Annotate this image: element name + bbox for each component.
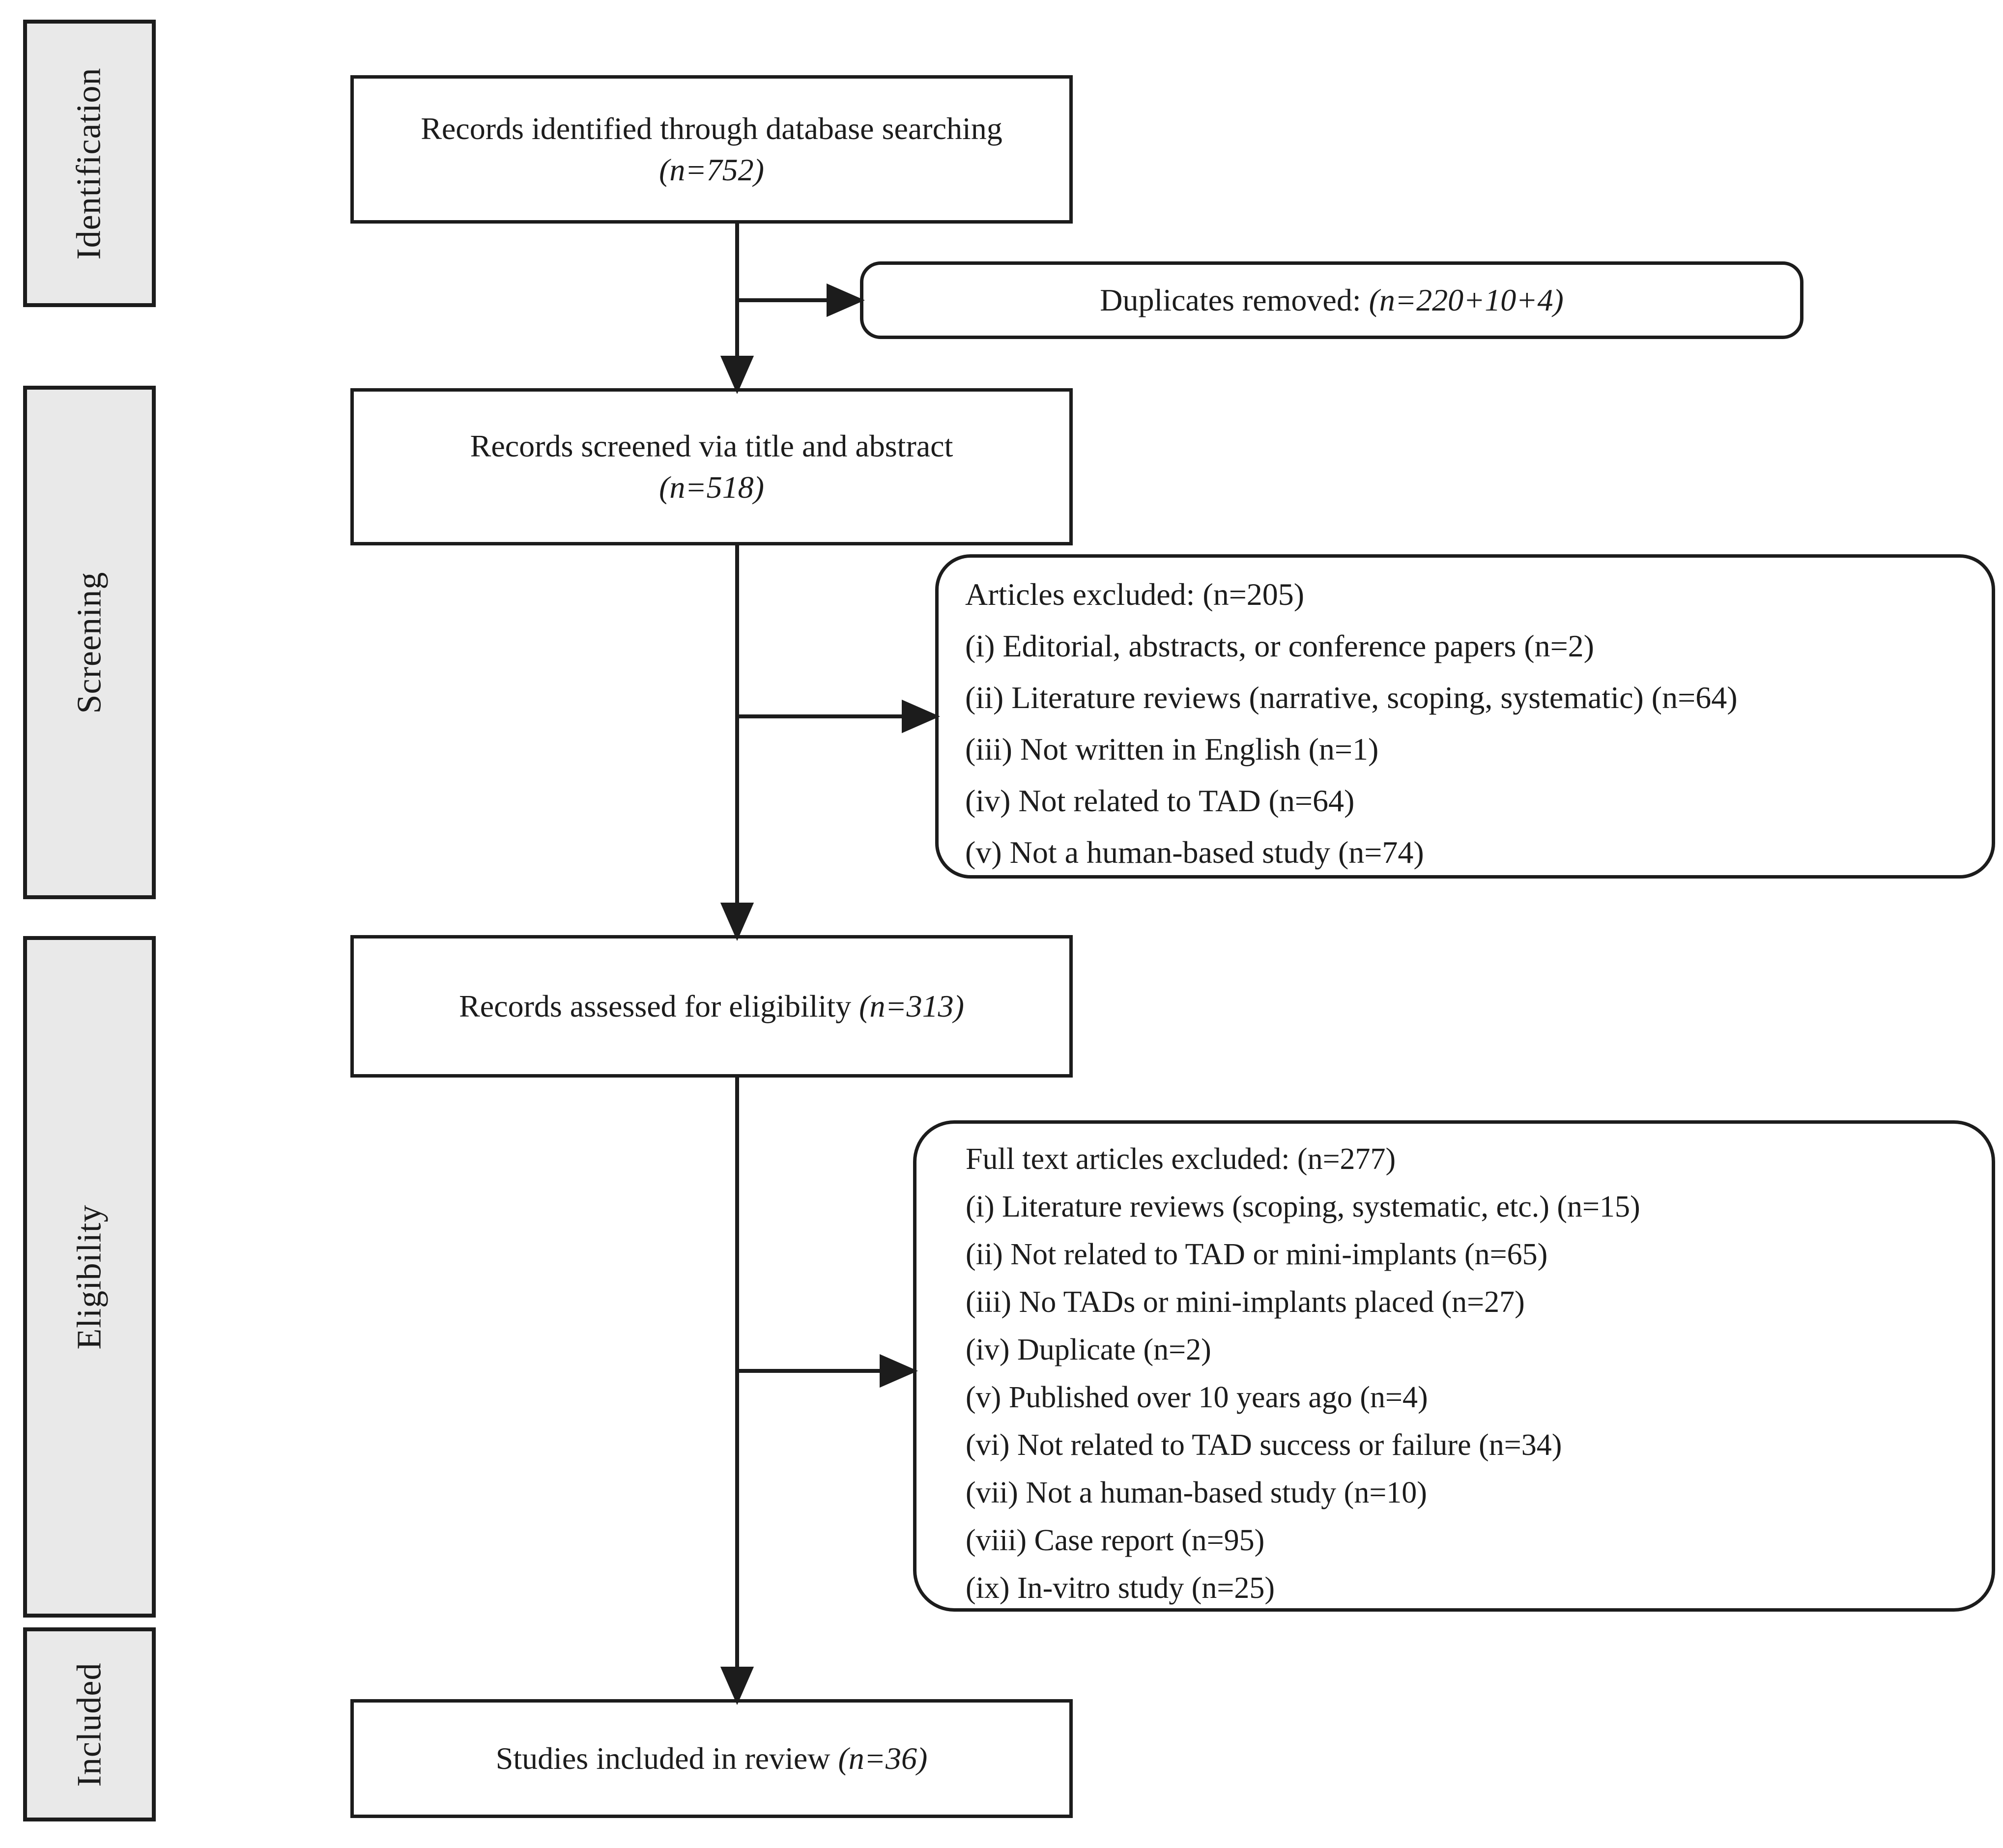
exclusion-item: (v) Not a human-based study (n=74)	[965, 835, 1424, 870]
stage-label-text: Screening	[70, 571, 108, 713]
exclusion-item: (iii) No TADs or mini-implants placed (n…	[966, 1285, 1525, 1319]
exclusion-item: (vii) Not a human-based study (n=10)	[966, 1476, 1427, 1509]
arrowhead-down-included	[720, 1667, 754, 1705]
articles-excluded-heading: Articles excluded: (n=205)	[965, 577, 1305, 612]
exclusion-item: (i) Editorial, abstracts, or conference …	[965, 628, 1594, 663]
records-identified-text: Records identified through database sear…	[421, 111, 1002, 146]
records-screened-text: Records screened via title and abstract	[470, 428, 953, 463]
records-assessed-prefix: Records assessed for eligibility	[459, 988, 859, 1024]
exclusion-item: (i) Literature reviews (scoping, systema…	[966, 1190, 1640, 1223]
arrowhead-down-assessed	[720, 903, 754, 941]
records-screened-count: (n=518)	[659, 470, 764, 505]
arrowhead-down-screened	[720, 356, 754, 394]
records-assessed-count: (n=313)	[859, 988, 964, 1024]
records-assessed-box: Records assessed for eligibility (n=313)	[350, 935, 1073, 1078]
studies-included-box: Studies included in review (n=36)	[350, 1699, 1073, 1818]
stage-label-text: Identification	[70, 67, 109, 260]
records-identified-count: (n=752)	[659, 152, 764, 187]
exclusion-item: (viii) Case report (n=95)	[966, 1524, 1265, 1557]
records-assessed-text: Records assessed for eligibility (n=313)	[459, 986, 964, 1027]
duplicates-removed-count: (n=220+10+4)	[1369, 283, 1564, 317]
studies-included-prefix: Studies included in review	[495, 1740, 838, 1776]
fulltext-excluded-heading: Full text articles excluded: (n=277)	[966, 1142, 1396, 1176]
articles-excluded-list: (i) Editorial, abstracts, or conference …	[965, 620, 1977, 878]
duplicates-removed-text: Duplicates removed: (n=220+10+4)	[1100, 282, 1564, 318]
arrowhead-right-articles-excluded	[902, 699, 940, 734]
exclusion-item: (ix) In-vitro study (n=25)	[966, 1571, 1275, 1605]
arrowhead-right-fulltext-excluded	[880, 1354, 918, 1388]
stage-label-text: Eligibility	[70, 1204, 108, 1349]
studies-included-text: Studies included in review (n=36)	[496, 1738, 928, 1779]
arrowhead-right-duplicates	[827, 283, 865, 317]
exclusion-item: (vi) Not related to TAD success or failu…	[966, 1428, 1562, 1462]
exclusion-item: (iv) Not related to TAD (n=64)	[965, 783, 1355, 818]
stage-label-eligibility: Eligibility	[23, 936, 156, 1618]
studies-included-count: (n=36)	[838, 1740, 928, 1776]
exclusion-item: (ii) Literature reviews (narrative, scop…	[965, 680, 1738, 715]
stage-label-identification: Identification	[23, 20, 156, 307]
exclusion-item: (v) Published over 10 years ago (n=4)	[966, 1381, 1428, 1414]
duplicates-removed-box: Duplicates removed: (n=220+10+4)	[860, 261, 1803, 339]
articles-excluded-box: Articles excluded: (n=205) (i) Editorial…	[935, 554, 1995, 879]
exclusion-item: (ii) Not related to TAD or mini-implants…	[966, 1238, 1548, 1271]
records-screened-box: Records screened via title and abstract …	[350, 388, 1073, 545]
fulltext-excluded-list: (i) Literature reviews (scoping, systema…	[966, 1183, 1977, 1612]
fulltext-excluded-box: Full text articles excluded: (n=277) (i)…	[913, 1120, 1995, 1612]
exclusion-item: (iii) Not written in English (n=1)	[965, 732, 1379, 767]
exclusion-item: (iv) Duplicate (n=2)	[966, 1333, 1211, 1366]
duplicates-removed-prefix: Duplicates removed:	[1100, 283, 1369, 317]
records-identified-box: Records identified through database sear…	[350, 75, 1073, 224]
stage-label-text: Included	[70, 1662, 108, 1787]
stage-label-screening: Screening	[23, 386, 156, 899]
stage-label-included: Included	[23, 1627, 156, 1821]
